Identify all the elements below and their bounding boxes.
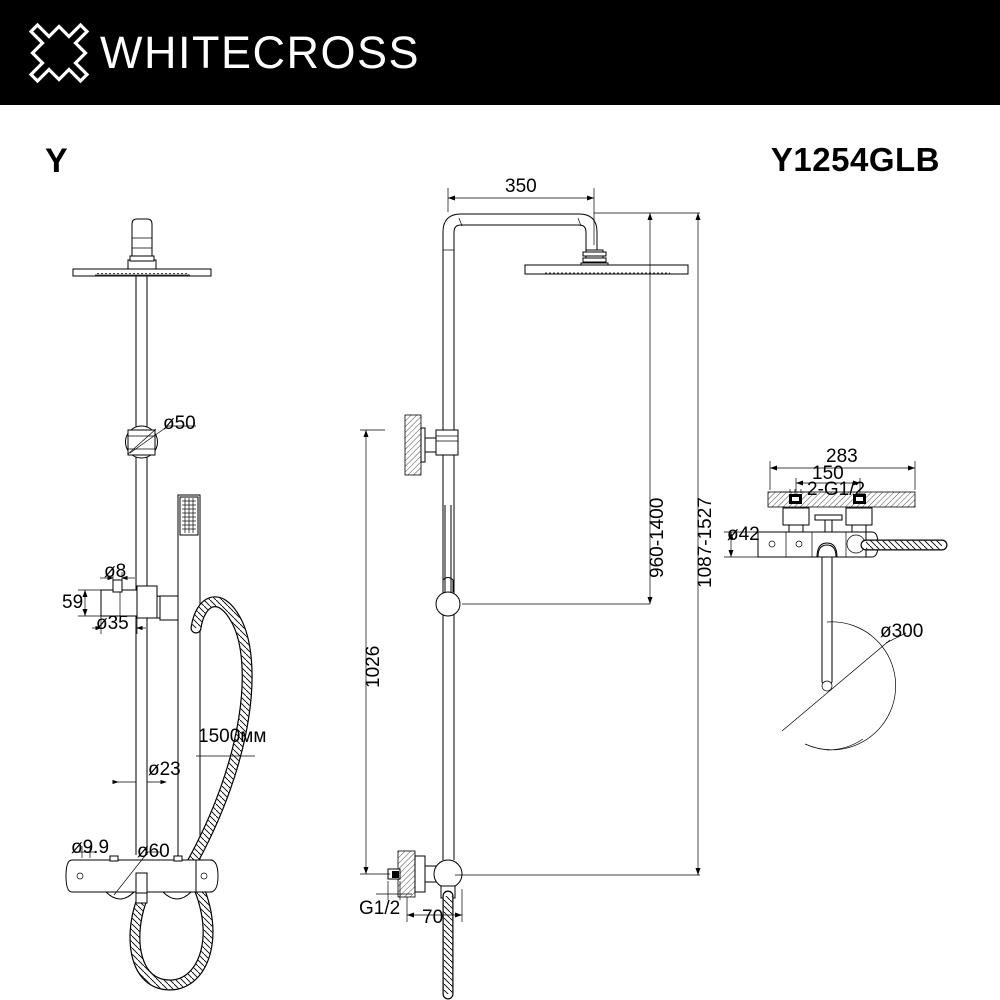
dim-label-d23: ø23 [148, 759, 181, 780]
overhead-shower-head-side [524, 264, 689, 275]
dim-d35 [92, 616, 146, 634]
handheld-holder-ring [435, 577, 461, 617]
series-label: Y [45, 142, 68, 180]
dim-label-d8: ø8 [104, 561, 127, 582]
dim-d99 [76, 846, 96, 858]
plan-view [724, 461, 948, 751]
riser-pipe [135, 276, 148, 855]
dim-label-d42: ø42 [727, 524, 760, 545]
overhead-arm-stem [127, 218, 157, 270]
dim-59 [78, 589, 101, 617]
shower-arm [442, 213, 598, 260]
dim-283 [769, 461, 916, 490]
brand-name: WHITECROSS [100, 27, 421, 78]
dim-label-d300: ø300 [880, 621, 924, 642]
dim-70 [406, 889, 463, 922]
dim-d60 [113, 851, 160, 896]
dim-2-g12 [780, 489, 812, 497]
front-elevation-view [65, 218, 255, 991]
x-cross-logo-icon [28, 22, 90, 84]
thermostatic-mixer-body [65, 855, 219, 900]
dim-label-d50: ø50 [163, 413, 196, 434]
dim-label-960-1400: 960-1400 [647, 497, 668, 578]
dim-label-1026: 1026 [363, 645, 384, 688]
dim-label-d35: ø35 [96, 613, 129, 634]
dim-label-59: 59 [62, 592, 84, 613]
wall-bracket-side [404, 414, 459, 476]
dim-label-2g12: 2-G1/2 [807, 479, 866, 500]
handheld-wand-side [444, 505, 452, 600]
riser-slider-joint [125, 425, 158, 459]
dim-extension-lines [360, 212, 701, 876]
dim-label-150: 150 [812, 463, 844, 484]
riser-plan [821, 557, 833, 692]
mixer-body-plan [757, 531, 879, 558]
dim-label-70: 70 [422, 907, 444, 928]
riser-pipe-side [442, 260, 455, 860]
model-code: Y1254GLB [770, 141, 940, 178]
shower-head-circle-plan [781, 621, 907, 751]
dim-label-1087-1527: 1087-1527 [695, 497, 716, 588]
dim-label-g12: G1/2 [359, 898, 401, 919]
dim-label-350: 350 [505, 176, 537, 197]
handheld-shower-wand [177, 494, 201, 869]
wall-section-band [767, 491, 916, 508]
dim-d50 [129, 425, 196, 454]
dim-label-d99: ø9.9 [71, 837, 110, 858]
dim-g12 [376, 881, 412, 900]
dim-d8 [100, 572, 135, 592]
overhead-shower-head [72, 268, 212, 277]
dim-label-hose: 1500мм [198, 726, 267, 747]
brand-header-bar: WHITECROSS [0, 0, 1000, 105]
dim-150 [795, 478, 861, 492]
dim-350 [447, 188, 595, 245]
side-elevation-view [360, 188, 701, 1000]
dim-label-d60: ø60 [137, 841, 170, 862]
thermostatic-mixer-side [387, 850, 463, 899]
dim-d42 [724, 531, 758, 558]
handheld-holder [159, 595, 179, 621]
dim-label-283: 283 [826, 446, 858, 467]
